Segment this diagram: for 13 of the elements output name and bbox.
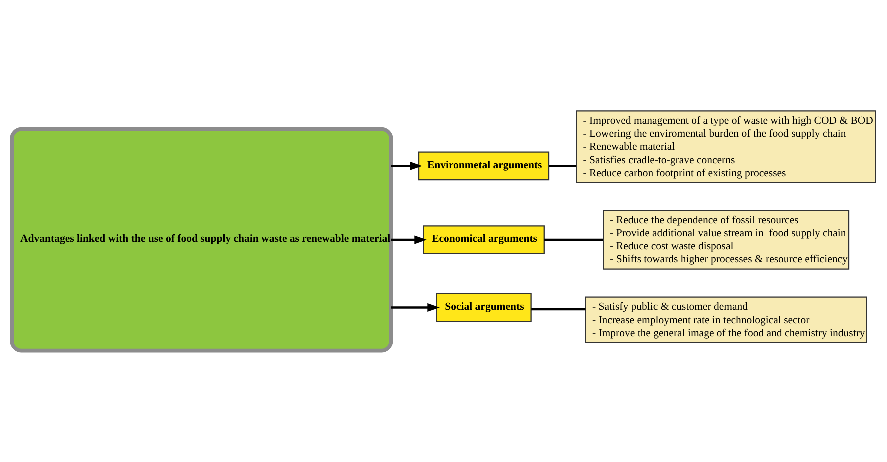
connector [548, 165, 576, 168]
node-box: Economical arguments [422, 226, 544, 254]
node-box: Environmetal arguments [418, 152, 550, 181]
arrow [390, 303, 440, 312]
arrow [390, 162, 422, 171]
node-box: - Reduce the dependence of fossil resources - Provide additional value stream in food supply chain - Reduce cost waste disposal - Shifts towards higher processes & resource efficiency [602, 210, 850, 270]
node-box: - Improved management of a type of waste with high COD & BOD - Lowering the enviromental burden of the food supply chain - Renewable material - Satisfies cradle-to-grave concerns - Reduce carbon footprint of existing processes [576, 110, 876, 184]
connector [531, 308, 586, 311]
node-box: Social arguments [436, 293, 532, 322]
connector [544, 238, 603, 242]
arrow [390, 236, 426, 244]
node-box: - Satisfy public & customer demand - Increase employment rate in technological sector - Improve the general image of the food and chemistry industry [584, 296, 867, 344]
node-box: Advantages linked with the use of food supply chain waste as renewable material [10, 127, 393, 353]
